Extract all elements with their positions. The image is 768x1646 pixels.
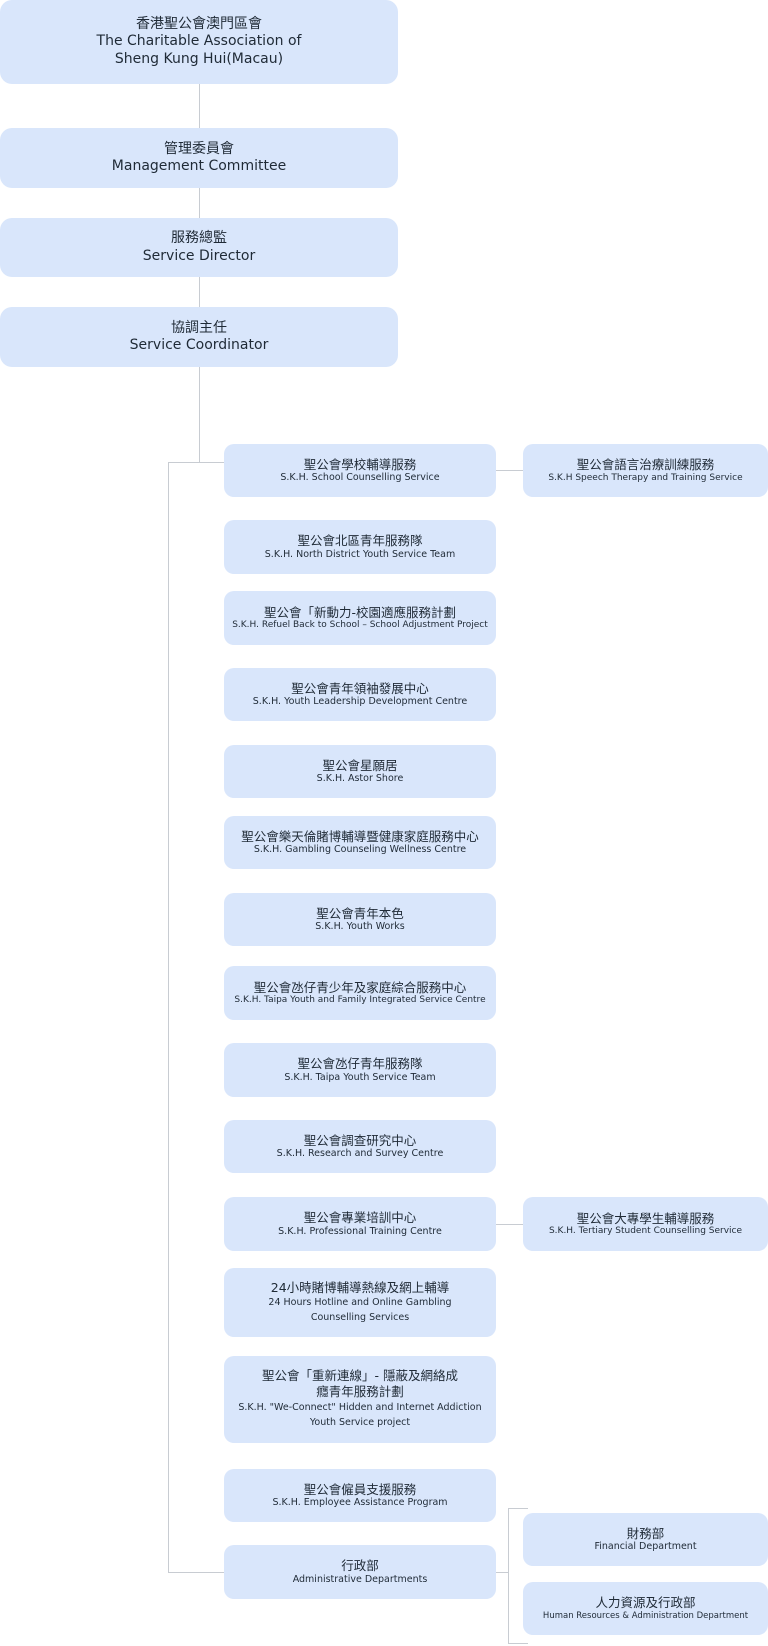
service-node-en: S.K.H. Refuel Back to School – School Ad… [232, 620, 488, 631]
service-node-zh: 聖公會專業培訓中心 [303, 1210, 417, 1226]
service-node-zh: 聖公會青年本色 [316, 905, 404, 921]
financial-department-node-en: Financial Department [594, 1541, 697, 1553]
service-node: 聖公會氹仔青少年及家庭綜合服務中心 S.K.H. Taipa Youth and… [224, 966, 496, 1020]
org-node: 香港聖公會澳門區會 The Charitable Association of … [0, 0, 398, 84]
service-node: 聖公會北區青年服務隊 S.K.H. North District Youth S… [224, 520, 496, 574]
service-node: 聖公會星願居 S.K.H. Astor Shore [224, 745, 496, 798]
service-node-zh: 24小時賭博輔導熱線及網上輔導 [270, 1279, 450, 1295]
connector-line [508, 1508, 528, 1509]
connector-line [496, 1572, 508, 1573]
connector-line [508, 1508, 509, 1644]
administrative-node-zh: 行政部 [341, 1558, 379, 1574]
service-node-en: 24 Hours Hotline and Online Gambling Cou… [268, 1297, 452, 1324]
service-node: 聖公會學校輔導服務 S.K.H. School Counselling Serv… [224, 444, 496, 497]
service-node-zh: 聖公會樂天倫賭博輔導暨健康家庭服務中心 [241, 828, 479, 844]
service-node-en: S.K.H. Gambling Counseling Wellness Cent… [253, 844, 467, 856]
connector-line [496, 470, 523, 471]
service-node: 聖公會樂天倫賭博輔導暨健康家庭服務中心 S.K.H. Gambling Coun… [224, 816, 496, 869]
coordinator-node-zh: 協調主任 [171, 319, 227, 336]
service-node-en: S.K.H. "We-Connect" Hidden and Internet … [238, 1402, 482, 1429]
financial-department-node-zh: 財務部 [626, 1525, 665, 1541]
service-node-en: S.K.H. Astor Shore [316, 773, 404, 785]
service-node: 24小時賭博輔導熱線及網上輔導 24 Hours Hotline and Onl… [224, 1268, 496, 1337]
director-node-zh: 服務總監 [171, 230, 227, 246]
service-node-en: S.K.H. Taipa Youth Service Team [284, 1071, 436, 1083]
director-node-en: Service Director [142, 247, 256, 264]
connector-line [496, 1224, 523, 1225]
service-node: 聖公會青年本色 S.K.H. Youth Works [224, 893, 496, 946]
administrative-node-en: Administrative Departments [292, 1573, 428, 1585]
service-node-zh: 聖公會調查研究中心 [303, 1132, 417, 1148]
service-node-zh: 聖公會學校輔導服務 [303, 456, 417, 472]
service-node-en: S.K.H. Youth Leadership Development Cent… [252, 696, 468, 708]
tertiary-counselling-node-en: S.K.H. Tertiary Student Counselling Serv… [548, 1226, 743, 1237]
management-node-en: Management Committee [111, 158, 287, 174]
service-node: 聖公會調查研究中心 S.K.H. Research and Survey Cen… [224, 1120, 496, 1173]
speech-therapy-node-zh: 聖公會語言治療訓練服務 [576, 457, 715, 473]
service-node-zh: 聖公會氹仔青年服務隊 [297, 1056, 423, 1072]
director-node: 服務總監 Service Director [0, 218, 398, 277]
connector-line [508, 1643, 528, 1644]
service-node-en: S.K.H. North District Youth Service Team [264, 548, 456, 560]
hr-admin-department-node-en: Human Resources & Administration Departm… [542, 1611, 749, 1621]
service-node-zh: 聖公會氹仔青少年及家庭綜合服務中心 [253, 979, 467, 995]
service-node-zh: 聖公會「重新連線」- 隱蔽及網絡成癮青年服務計劃 [262, 1368, 458, 1399]
speech-therapy-node-en: S.K.H Speech Therapy and Training Servic… [548, 472, 743, 483]
service-node-en: S.K.H. Research and Survey Centre [276, 1148, 444, 1160]
service-node: 聖公會僱員支援服務 S.K.H. Employee Assistance Pro… [224, 1469, 496, 1522]
service-node-en: S.K.H. School Counselling Service [280, 472, 440, 484]
service-node: 聖公會專業培訓中心 S.K.H. Professional Training C… [224, 1197, 496, 1251]
service-node: 聖公會「新動力-校園適應服務計劃 S.K.H. Refuel Back to S… [224, 591, 496, 645]
connector-line [168, 1572, 224, 1573]
hr-admin-department-node: 人力資源及行政部 Human Resources & Administratio… [523, 1582, 768, 1635]
service-node-en: S.K.H. Professional Training Centre [278, 1225, 442, 1237]
connector-line [168, 462, 224, 463]
service-node: 聖公會青年領袖發展中心 S.K.H. Youth Leadership Deve… [224, 668, 496, 721]
org-node-en: The Charitable Association of Sheng Kung… [96, 33, 302, 67]
connector-line [199, 84, 200, 128]
service-node: 聖公會氹仔青年服務隊 S.K.H. Taipa Youth Service Te… [224, 1043, 496, 1097]
org-node-zh: 香港聖公會澳門區會 [136, 15, 262, 32]
speech-therapy-node: 聖公會語言治療訓練服務 S.K.H Speech Therapy and Tra… [523, 444, 768, 497]
service-node-en: S.K.H. Youth Works [315, 921, 405, 933]
hr-admin-department-node-zh: 人力資源及行政部 [595, 1595, 696, 1611]
connector-line [199, 188, 200, 218]
service-node-zh: 聖公會星願居 [322, 757, 398, 773]
management-node-zh: 管理委員會 [164, 140, 234, 157]
connector-line [199, 367, 200, 463]
coordinator-node-en: Service Coordinator [129, 337, 269, 353]
service-node-zh: 聖公會北區青年服務隊 [297, 533, 423, 549]
tertiary-counselling-node: 聖公會大專學生輔導服務 S.K.H. Tertiary Student Coun… [523, 1197, 768, 1251]
management-node: 管理委員會 Management Committee [0, 128, 398, 188]
service-node-zh: 聖公會青年領袖發展中心 [291, 680, 429, 696]
financial-department-node: 財務部 Financial Department [523, 1513, 768, 1566]
service-node: 聖公會「重新連線」- 隱蔽及網絡成癮青年服務計劃 S.K.H. "We-Conn… [224, 1356, 496, 1443]
administrative-node: 行政部 Administrative Departments [224, 1545, 496, 1599]
service-node-zh: 聖公會僱員支援服務 [303, 1481, 417, 1497]
connector-line [199, 277, 200, 307]
trunk-line [168, 462, 169, 1573]
service-node-en: S.K.H. Employee Assistance Program [272, 1497, 448, 1509]
tertiary-counselling-node-zh: 聖公會大專學生輔導服務 [576, 1210, 715, 1226]
service-node-en: S.K.H. Taipa Youth and Family Integrated… [234, 995, 486, 1006]
service-node-zh: 聖公會「新動力-校園適應服務計劃 [263, 604, 456, 620]
coordinator-node: 協調主任 Service Coordinator [0, 307, 398, 367]
